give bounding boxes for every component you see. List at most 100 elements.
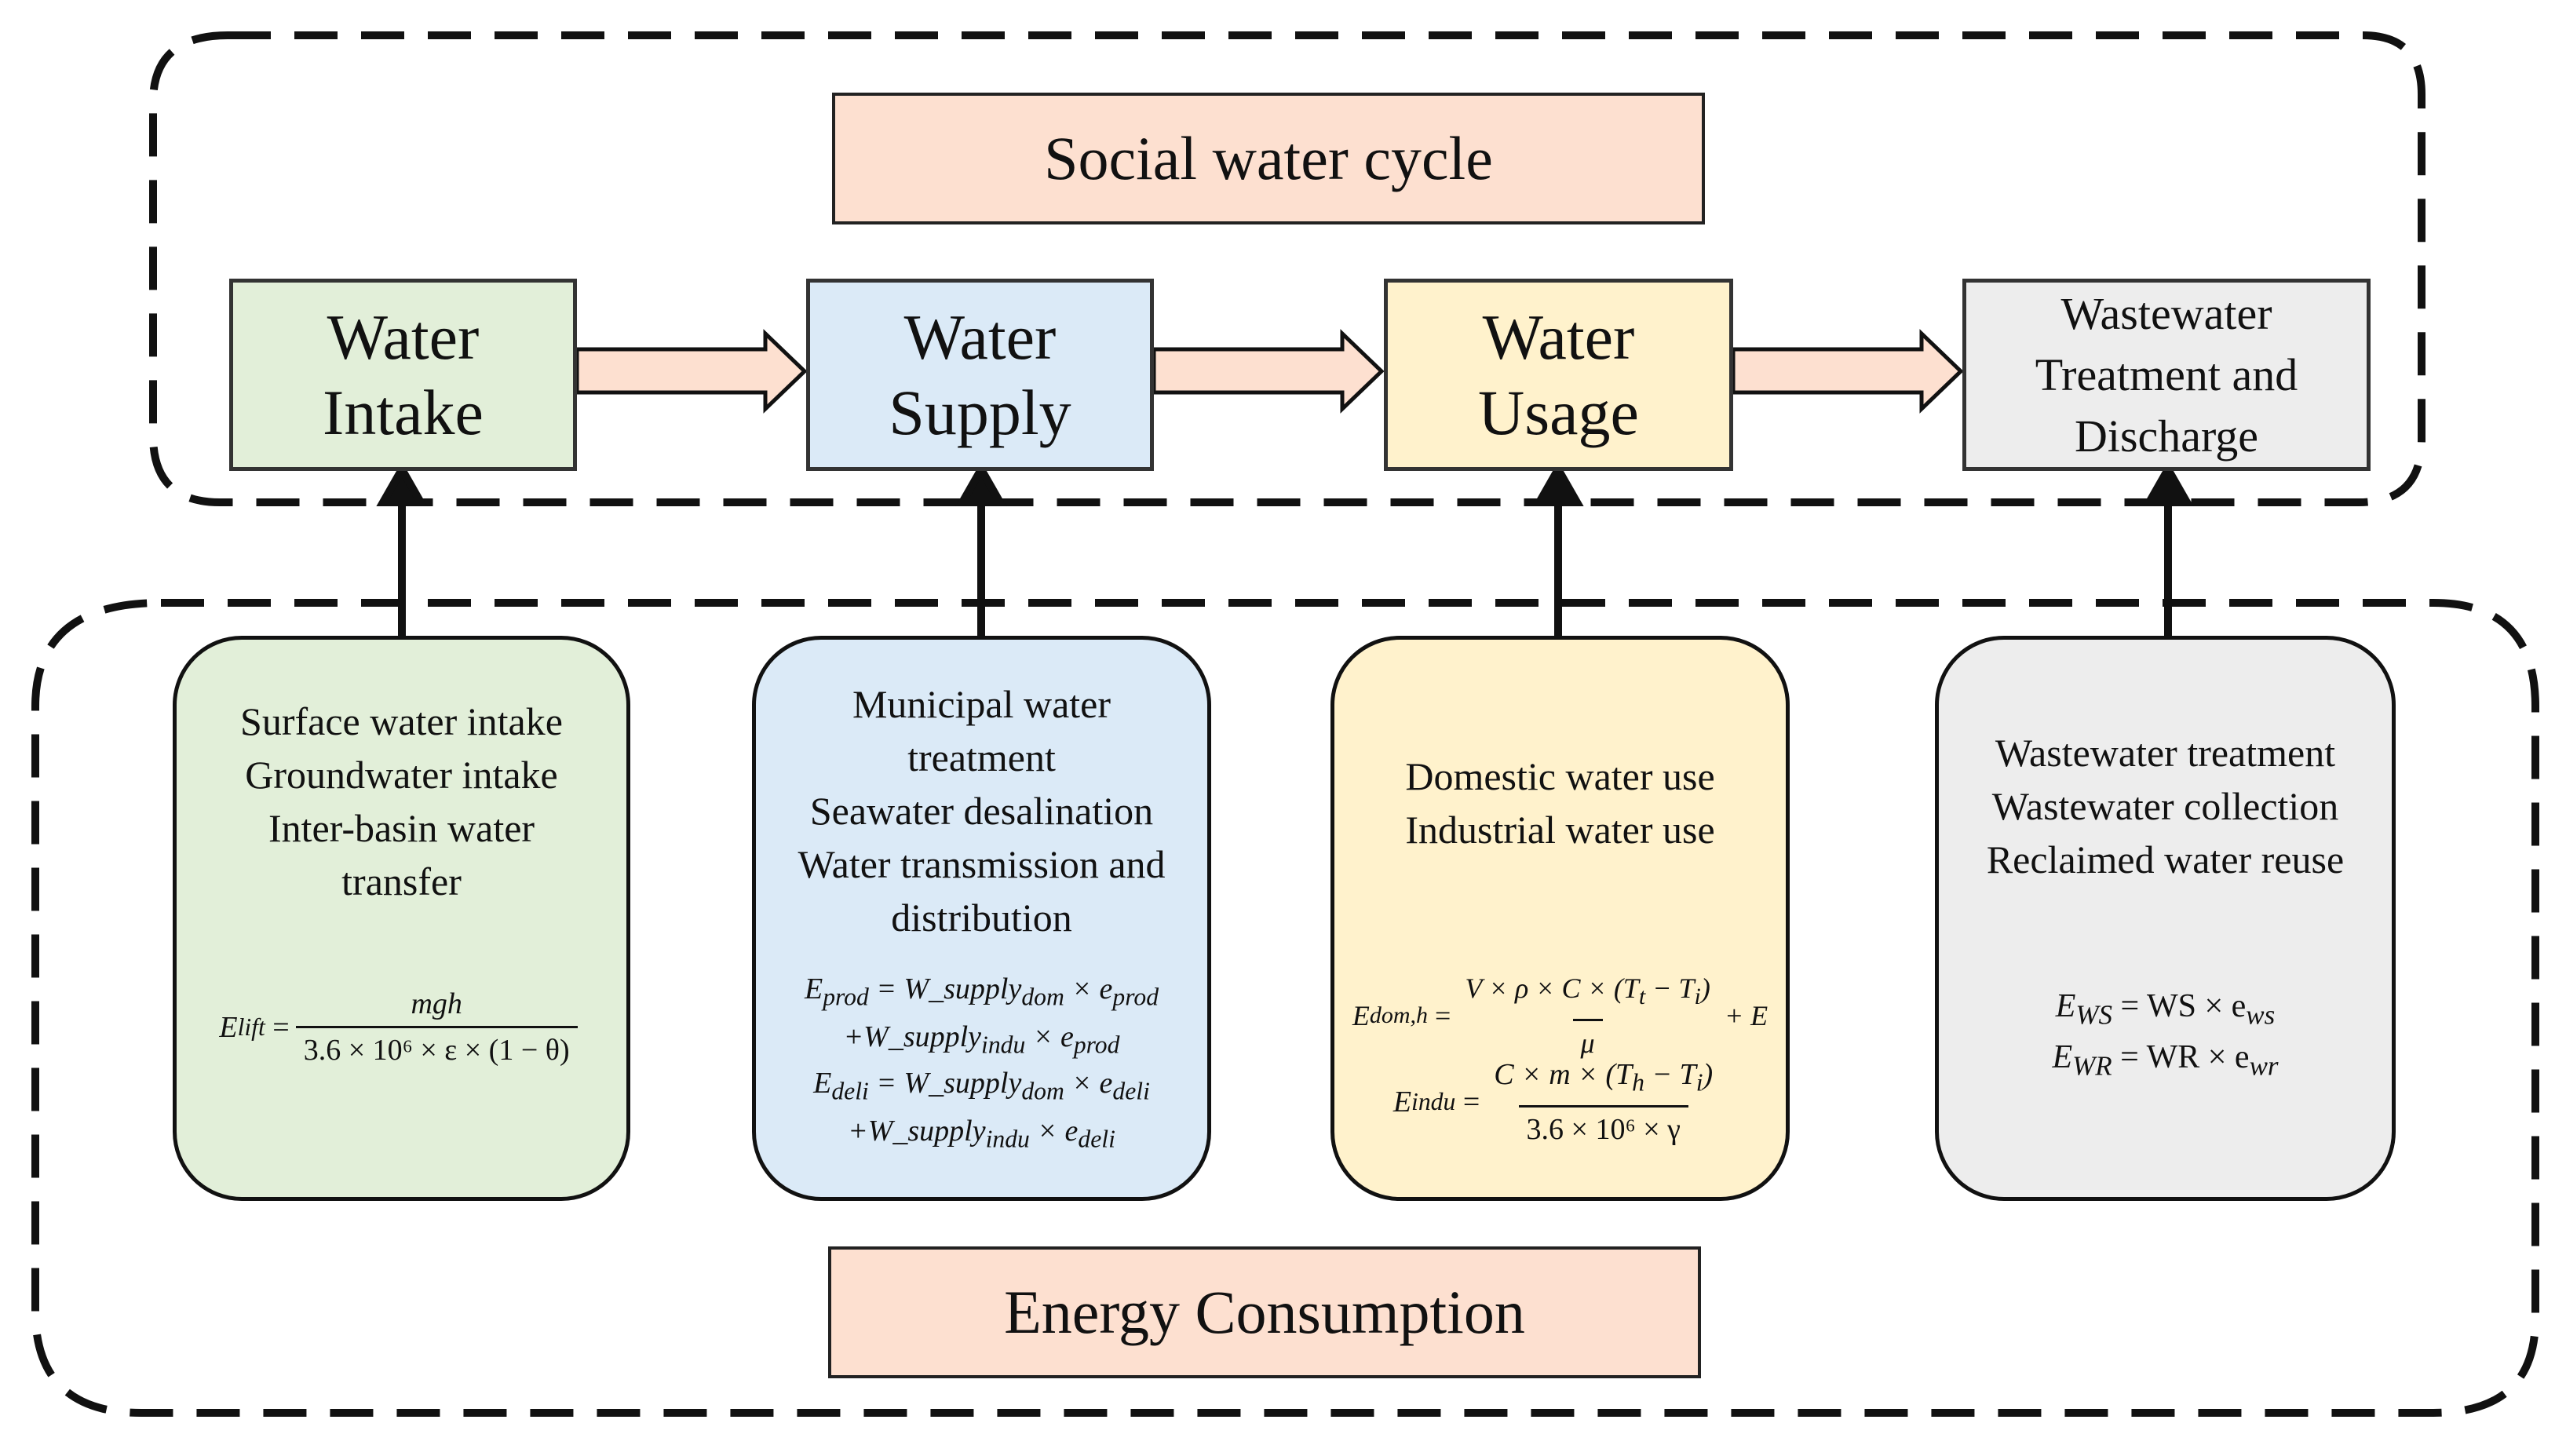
arrow-intake-to-supply [575,329,808,414]
equals-sign: = [265,1010,290,1044]
stage-water-usage: Water Usage [1384,279,1733,471]
stage-label-line: Wastewater [2060,287,2272,339]
card-text-line: Industrial water use [1405,808,1715,852]
stage-label-line: Usage [1478,376,1639,448]
arrowhead-wastewater [2142,461,2194,506]
card-text-line: Wastewater collection [1991,784,2339,828]
formula-term: × e [1032,1020,1074,1053]
arrow-usage-to-wastewater [1731,329,1964,414]
fraction: mgh 3.6 × 10⁶ × ε × (1 − θ) [295,985,578,1069]
stage-label-line: Water [327,301,480,373]
stage-label-line: Water [1482,301,1635,373]
formula-subscript: indu [981,1031,1026,1059]
numerator: V × ρ × C × (Tt − Ti) [1457,969,1718,1019]
formula-subscript: deli [831,1077,869,1105]
card-text-line: treatment [907,735,1056,779]
energy-consumption-title: Energy Consumption [828,1246,1701,1378]
formula-wr: EWR = WR × ewr [2052,1036,2278,1087]
stage-label-line: Intake [323,376,484,448]
numerator-part: ) [1703,1058,1714,1091]
card-text-line: Domestic water use [1405,754,1715,798]
stage-wastewater-treatment: Wastewater Treatment and Discharge [1962,279,2371,471]
formula-term: +W_supply [848,1114,986,1148]
formula-symbol: E [219,1010,238,1044]
formula-subscript: WS [2075,999,2113,1031]
numerator-part: C × m × (T [1494,1058,1633,1091]
formula-subscript: deli [1112,1077,1150,1105]
card-text-line: distribution [891,896,1072,940]
denominator: 3.6 × 10⁶ × ε × (1 − θ) [295,1026,578,1069]
formula-term: × e [1037,1114,1079,1148]
card-text-line: Water transmission and [798,842,1166,886]
formula-symbol: E [2055,988,2076,1024]
social-cycle-boundary [149,31,2425,506]
formula-subscript: dom [1021,983,1064,1011]
formula-subscript: i [1694,983,1701,1010]
formula-subscript: WR [2072,1050,2112,1082]
formula-subscript: indu [985,1125,1030,1153]
energy-card-usage: Domestic water use Industrial water use … [1330,636,1790,1201]
formula-term: = W_supply [876,972,1022,1005]
formula-subscript: deli [1078,1125,1115,1153]
stage-water-supply: Water Supply [806,279,1154,471]
numerator-part: − T [1645,972,1695,1004]
energy-consumption-boundary [31,599,2539,1417]
formula-subscript: i [1695,1068,1703,1097]
energy-card-supply: Municipal water treatment Seawater desal… [752,636,1211,1201]
social-water-cycle-title-text: Social water cycle [1044,124,1493,192]
arrowhead-supply [955,461,1007,506]
formula-ws-wr: EWS = WS × ews EWR = WR × ewr [1939,985,2392,1088]
equals-sign: = [1428,1000,1451,1032]
formula-term: +W_supply [843,1020,982,1053]
numerator: C × m × (Th − Ti) [1486,1056,1721,1105]
social-water-cycle-title: Social water cycle [832,93,1705,224]
energy-card-intake: Surface water intake Groundwater intake … [173,636,630,1201]
energy-consumption-title-text: Energy Consumption [1004,1278,1525,1346]
denominator: 3.6 × 10⁶ × γ [1518,1104,1688,1148]
formula-subscript: prod [1112,983,1159,1011]
arrowhead-intake [376,461,428,506]
formula-term: = WS × e [2120,988,2247,1024]
formula-prod: Eprod = W_supplydom × eprod +W_supplyind… [756,969,1207,1064]
formula-deli: Edeli = W_supplydom × edeli +W_supplyind… [756,1064,1207,1159]
formula-symbol: E [813,1067,832,1100]
numerator-part: − T [1644,1058,1696,1091]
formula-subscript: wr [2249,1050,2279,1082]
formula-subscript: prod [823,983,869,1011]
denominator: μ [1572,1019,1603,1062]
formula-subscript: h [1632,1068,1644,1097]
fraction: C × m × (Th − Ti) 3.6 × 10⁶ × γ [1486,1056,1721,1148]
formula-subscript: prod [1073,1031,1120,1059]
numerator: mgh [411,987,462,1020]
formula-subscript: lift [237,1013,265,1041]
formula-subscript: indu [1411,1087,1456,1115]
formula-subscript: t [1638,983,1646,1010]
arrowhead-usage [1532,461,1584,506]
card-text-line: Reclaimed water reuse [1986,837,2345,881]
formula-term: = W_supply [876,1067,1022,1100]
formula-symbol: E [2052,1039,2073,1076]
formula-term: = WR × e [2120,1039,2250,1076]
card-text-line: Seawater desalination [809,789,1154,833]
stage-label-line: Treatment and [2035,348,2298,400]
stage-water-intake: Water Intake [229,279,577,471]
card-text-line: transfer [341,859,462,903]
formula-subscript: dom,h [1369,1002,1428,1029]
energy-card-wastewater: Wastewater treatment Wastewater collecti… [1935,636,2396,1201]
arrow-supply-to-usage [1152,329,1385,414]
formula-ws: EWS = WS × ews [2056,985,2276,1036]
formula-term: + E [1724,1000,1768,1032]
formula-term: × e [1071,1067,1113,1100]
card-text-line: Municipal water [852,682,1111,726]
stage-label-line: Water [903,301,1057,373]
fraction: V × ρ × C × (Tt − Ti) μ [1457,969,1718,1062]
formula-term: × e [1071,972,1113,1005]
card-text-line: Inter-basin water [268,806,535,850]
equals-sign: = [1455,1085,1480,1118]
formula-subscript: dom [1021,1077,1064,1105]
formula-subscript: ws [2246,999,2276,1031]
